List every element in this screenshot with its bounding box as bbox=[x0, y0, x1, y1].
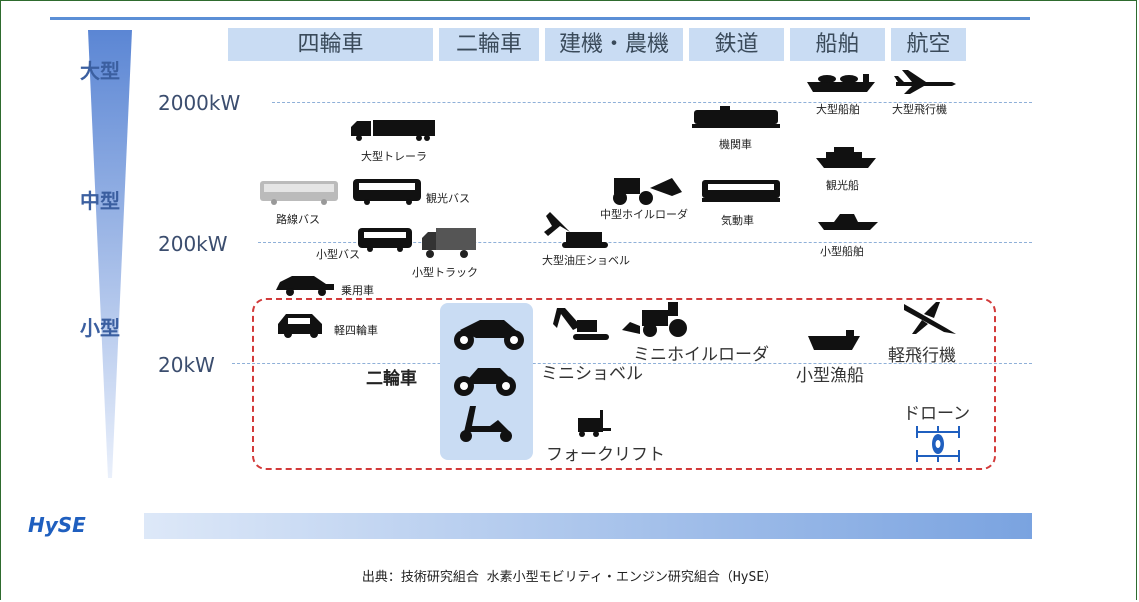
large-ship-label: 大型船舶 bbox=[816, 103, 860, 116]
passenger-car-icon bbox=[276, 276, 334, 296]
large-ship-icon bbox=[807, 74, 875, 92]
route-bus-label: 路線バス bbox=[276, 213, 320, 226]
size-large-label: 大型 bbox=[80, 59, 120, 83]
small-fishing-boat-icon bbox=[808, 330, 860, 350]
small-bus-label: 小型バス bbox=[316, 248, 360, 261]
forklift-label: フォークリフト bbox=[546, 445, 665, 465]
light-aircraft-label: 軽飛行機 bbox=[888, 346, 956, 366]
power-20kw-label: 20kW bbox=[158, 353, 215, 377]
hydraulic-excavator-label: 大型油圧ショベル bbox=[542, 254, 630, 267]
mini-wheel-loader-label: ミニホイルローダ bbox=[633, 345, 769, 365]
sightseeing-bus-icon bbox=[353, 179, 421, 205]
small-bus-icon bbox=[358, 228, 412, 252]
wheel-loader-mid-icon bbox=[613, 178, 682, 205]
power-2000kw-label: 2000kW bbox=[158, 91, 241, 115]
category-aviation: 航空 bbox=[891, 28, 966, 61]
size-small-label: 小型 bbox=[80, 316, 120, 340]
category-two-wheel: 二輪車 bbox=[439, 28, 539, 61]
kei-car-icon bbox=[278, 314, 322, 338]
hydraulic-excavator-icon bbox=[544, 212, 608, 248]
small-mobility-highlight-box bbox=[252, 298, 996, 470]
sightseeing-ship-icon bbox=[816, 147, 876, 168]
large-plane-icon bbox=[894, 70, 956, 94]
small-fishing-boat-label: 小型漁船 bbox=[796, 366, 864, 386]
power-200kw-line bbox=[258, 242, 1032, 243]
passenger-car-label: 乗用車 bbox=[341, 284, 374, 297]
motorcycle-icon bbox=[454, 320, 524, 350]
large-plane-label: 大型飛行機 bbox=[892, 103, 947, 116]
category-railway: 鉄道 bbox=[689, 28, 784, 61]
route-bus-icon bbox=[260, 181, 338, 205]
light-aircraft-icon bbox=[904, 302, 956, 334]
mini-wheel-loader-icon bbox=[622, 302, 687, 337]
power-20kw-line bbox=[232, 363, 1032, 364]
small-vessel-icon bbox=[818, 214, 878, 230]
drone-icon bbox=[916, 426, 960, 462]
large-trailer-icon bbox=[351, 120, 435, 141]
top-rule bbox=[50, 17, 1030, 20]
source-citation: 出典：技術研究組合 水素小型モビリティ・エンジン研究組合（HySE） bbox=[361, 570, 778, 585]
railcar-icon bbox=[702, 180, 780, 202]
sightseeing-ship-label: 観光船 bbox=[826, 179, 859, 192]
category-four-wheel: 四輪車 bbox=[228, 28, 433, 61]
locomotive-icon bbox=[692, 106, 780, 128]
footer-gradient-bar bbox=[144, 513, 1032, 539]
category-construction-agri: 建機・農機 bbox=[545, 28, 683, 61]
wheel-loader-mid-label: 中型ホイルローダ bbox=[600, 208, 688, 221]
size-wedge bbox=[88, 30, 132, 478]
motorcycle-label: 二輪車 bbox=[366, 369, 417, 389]
mini-excavator-icon bbox=[553, 308, 609, 340]
small-vessel-label: 小型船舶 bbox=[820, 245, 864, 258]
locomotive-label: 機関車 bbox=[719, 138, 752, 151]
forklift-icon bbox=[578, 410, 611, 437]
railcar-label: 気動車 bbox=[721, 214, 754, 227]
scooter-icon bbox=[460, 406, 512, 442]
large-trailer-label: 大型トレーラ bbox=[361, 150, 427, 163]
power-2000kw-line bbox=[272, 102, 1032, 103]
small-truck-label: 小型トラック bbox=[412, 266, 478, 279]
power-200kw-label: 200kW bbox=[158, 232, 228, 256]
sightseeing-bus-label: 観光バス bbox=[426, 192, 470, 205]
offroad-motorcycle-icon bbox=[454, 368, 516, 396]
kei-car-label: 軽四輪車 bbox=[334, 324, 378, 337]
drone-label: ドローン bbox=[903, 404, 971, 424]
category-ship: 船舶 bbox=[790, 28, 885, 61]
size-medium-label: 中型 bbox=[80, 189, 120, 213]
small-truck-icon bbox=[422, 228, 476, 258]
hyse-logo: HySE bbox=[28, 513, 86, 537]
mini-excavator-label: ミニショベル bbox=[541, 364, 643, 384]
